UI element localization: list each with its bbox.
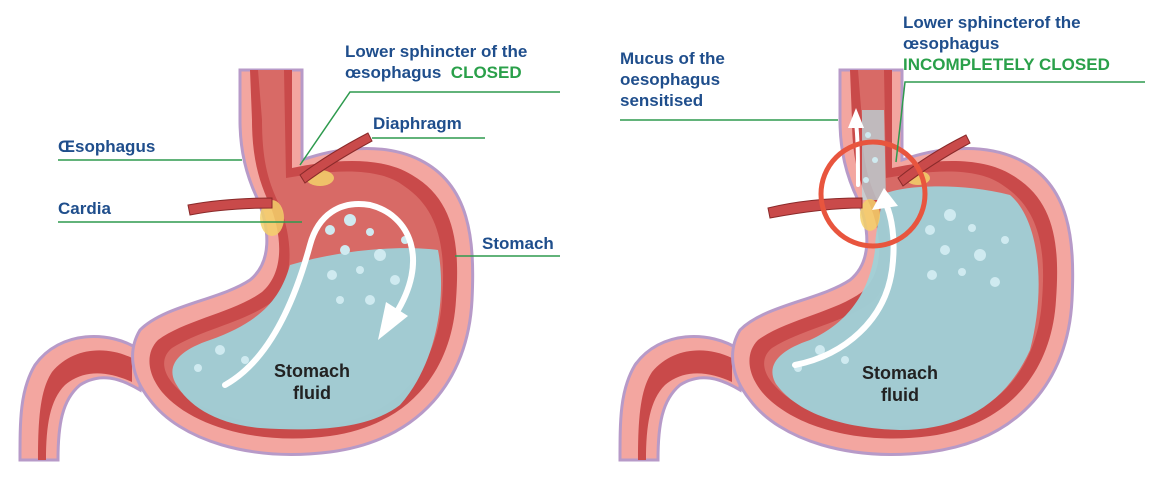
left-fluid-label: Stomach fluid [262,360,362,404]
right-fluid-line2: fluid [881,385,919,405]
mucus-line2: oesophagus [620,70,721,89]
right-stomach [618,68,1075,462]
right-sphincter-label: Lower sphincterof the œsophagus INCOMPLE… [903,12,1110,75]
mucus-line1: Mucus of the [620,49,725,68]
right-sphincter-state: INCOMPLETELY CLOSED [903,55,1110,74]
right-sphincter-line1: Lower sphincterof the [903,13,1081,32]
left-sphincter-state: CLOSED [450,63,522,82]
reflux-highlight-circle [818,139,928,249]
right-leader-lines [620,81,1145,163]
left-sphincter-line2: œsophagus CLOSED [345,62,527,83]
diaphragm-label: Diaphragm [373,114,462,133]
right-stomach-fluid [772,186,1039,430]
stomach-label: Stomach [482,234,554,253]
left-leader-lines [58,91,560,257]
left-fluid-line1: Stomach [273,361,351,381]
left-stomach-fluid [172,248,442,430]
mucus-line3: sensitised [620,91,704,110]
right-fluid-line1: Stomach [861,363,939,383]
right-fluid-label: Stomach fluid [850,362,950,406]
left-sphincter-label: Lower sphincter of the œsophagus CLOSED [345,41,527,83]
left-fluid-line2: fluid [293,383,331,403]
mucus-label: Mucus of the oesophagus sensitised [620,48,725,111]
left-stomach [18,68,475,462]
oesophagus-label: Œsophagus [58,137,156,156]
left-sphincter-line1: Lower sphincter of the [345,42,528,61]
right-sphincter-line2: œsophagus [903,34,1000,53]
left-sphincter-word: œsophagus [345,63,442,82]
cardia-label: Cardia [58,199,111,218]
